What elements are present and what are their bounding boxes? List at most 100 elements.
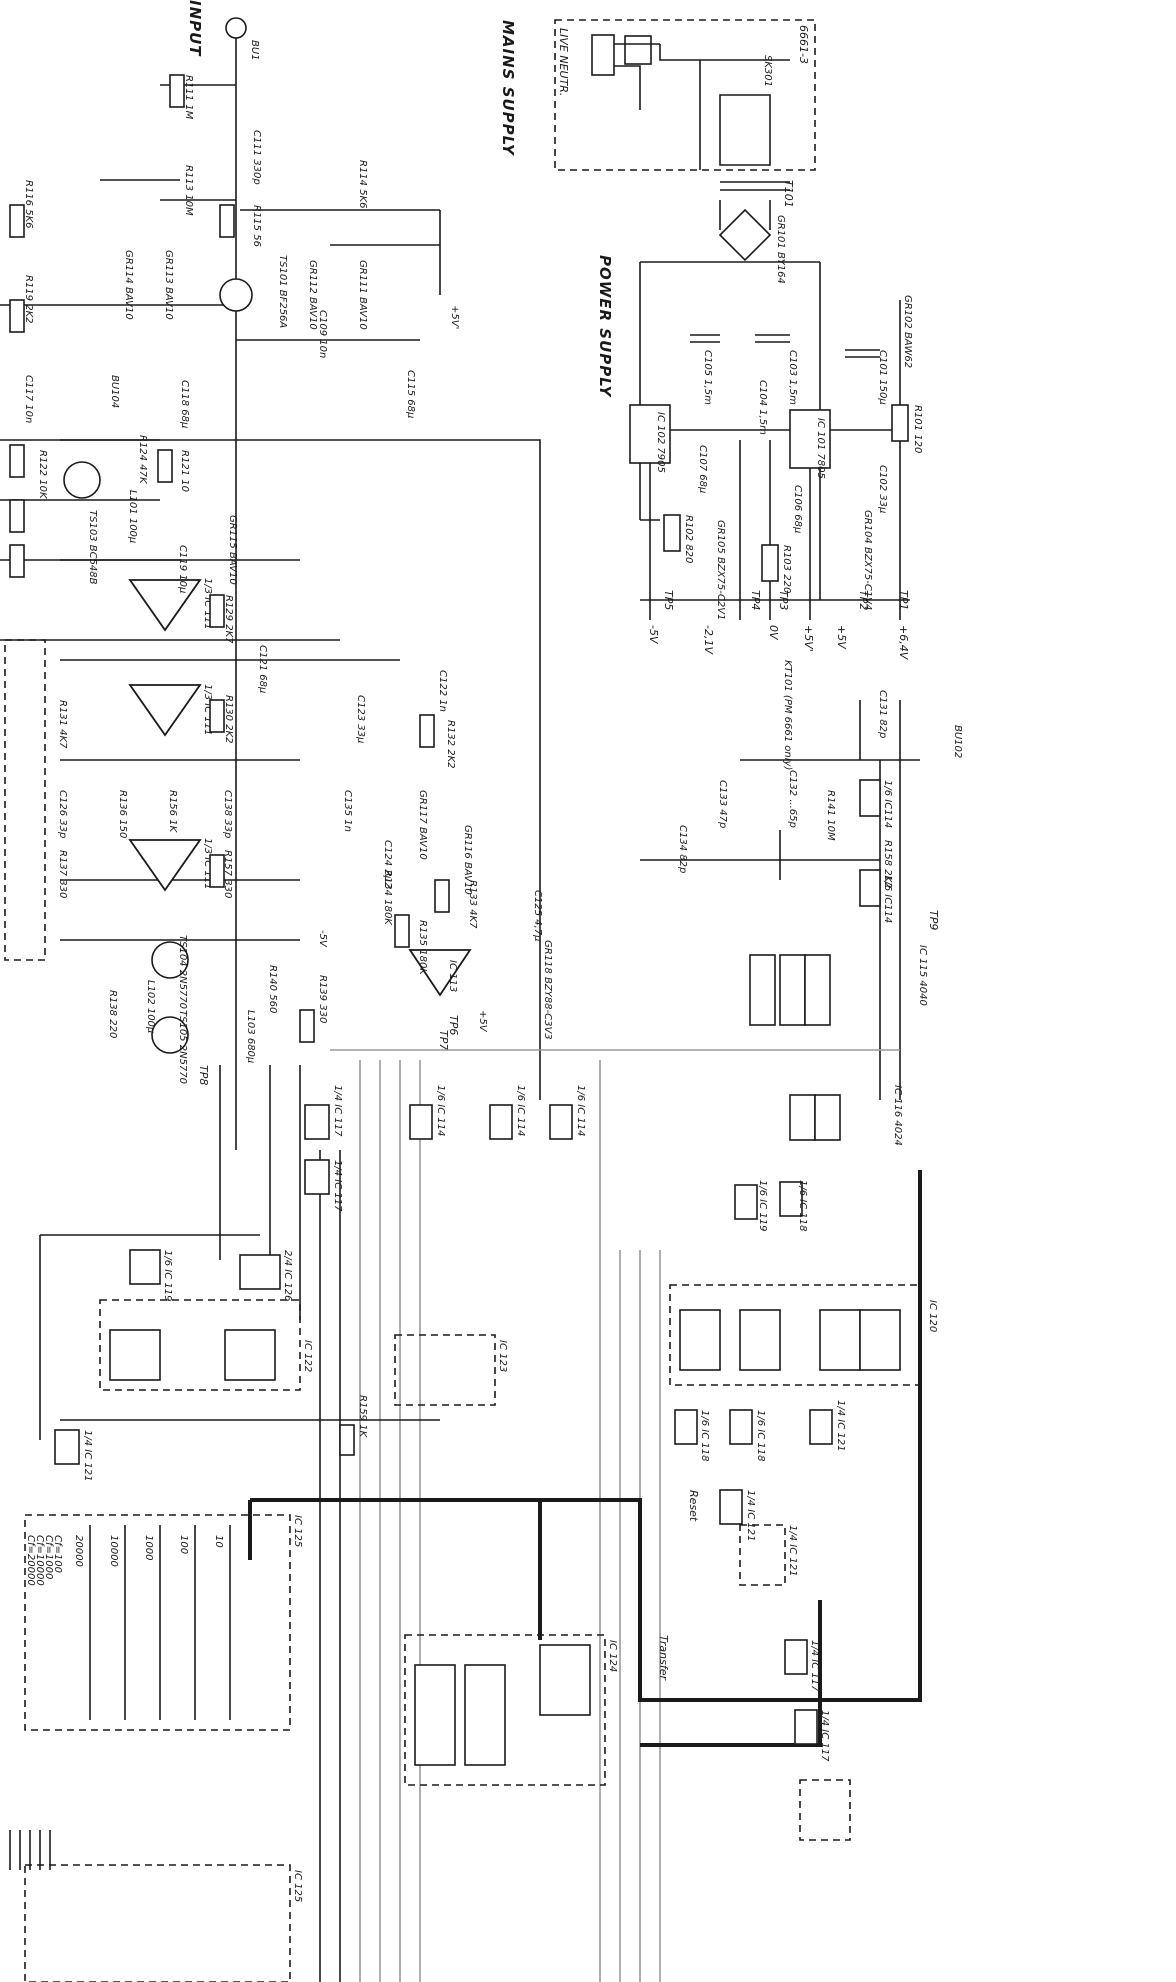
- component-label: IC 123: [497, 1340, 508, 1372]
- ic118-b: [674, 1409, 698, 1445]
- range-table: 10 100 1000 10000 20000 Cf=100 Cf=1000 C…: [25, 1525, 231, 1720]
- circuit-element: [209, 854, 225, 888]
- ic101-label: IC 101 7805: [815, 418, 826, 479]
- transformer-label: T101: [782, 180, 795, 208]
- ps-part-11: GR104 BZX75-C1V4: [862, 510, 873, 610]
- trigger-wires: [640, 700, 920, 1100]
- mains-fuse: [624, 35, 652, 65]
- tp-label: TP4: [749, 590, 762, 610]
- component-label: IC 122: [302, 1340, 313, 1372]
- component-label: R134 180K: [382, 870, 393, 926]
- component-label: 1/4 IC 121: [82, 1430, 93, 1481]
- component-label: R131 4K7: [57, 700, 68, 749]
- component-label: GR114 BAV10: [123, 250, 134, 320]
- tp-voltage: +6,4V: [897, 625, 910, 661]
- switch-label: SK301: [762, 55, 773, 87]
- ts104-transistor: [151, 941, 189, 979]
- circuit-element: [804, 954, 831, 1026]
- ps-part-3: C104 1,5m: [757, 380, 768, 435]
- ic114-c: [549, 1104, 573, 1140]
- ic125-b-box: [24, 1864, 291, 1982]
- component-label: R157 330: [222, 850, 233, 898]
- component-label: IC 120: [927, 1300, 938, 1332]
- ic102-label: IC 102 7905: [655, 412, 666, 473]
- ps-part-12: GR105 BZX75-C2V1: [715, 520, 726, 620]
- component-label: R137 330: [57, 850, 68, 898]
- ic121-c: [54, 1429, 80, 1465]
- ps-part-6: C107 68µ: [697, 445, 708, 493]
- component-label: 1/4 IC 117: [332, 1085, 343, 1137]
- circuit-element: [9, 299, 25, 333]
- ic115: [749, 954, 776, 1026]
- ps-part-9: R103 220: [781, 545, 792, 593]
- bu1-connector: [225, 17, 247, 39]
- component-label: R136 150: [117, 790, 128, 838]
- component-label: R111 1M: [183, 75, 194, 120]
- component-label: R121 10: [179, 450, 190, 492]
- circuit-element: [739, 1309, 781, 1371]
- component-label: GR117 BAV10: [417, 790, 428, 860]
- component-label: 1/6 IC 119: [162, 1250, 173, 1301]
- input-title: INPUT: [186, 0, 204, 57]
- logic-wires: [39, 1065, 440, 1982]
- grey-bus: [330, 1049, 900, 1982]
- tp-voltage: +5V': [802, 625, 815, 652]
- component-label: 1/6 IC114: [882, 780, 893, 828]
- input-part-resistors: [9, 74, 450, 1043]
- component-label: R140 560: [267, 965, 278, 1013]
- circuit-element: [109, 1329, 161, 1381]
- circuit-element: [169, 74, 185, 108]
- component-label: GR116 BAV10: [462, 825, 473, 895]
- ic119: [779, 1181, 803, 1217]
- bu102-label: BU102: [952, 725, 963, 758]
- opamp-ic113: [408, 949, 472, 997]
- input-stage-section: INPUT BU1 1/3 IC 111 1/3 IC 111 1/3 IC 1…: [0, 0, 940, 1150]
- component-label: C124 2µ2: [382, 840, 393, 888]
- circuit-element: [224, 1329, 276, 1381]
- component-label: R139 330: [317, 975, 328, 1023]
- mains-socket: [591, 34, 615, 76]
- component-label: Cf=100: [52, 1535, 63, 1573]
- component-label: 100: [178, 1535, 189, 1554]
- circuit-element: [299, 1009, 315, 1043]
- circuit-element: [779, 954, 806, 1026]
- ps-part-10: GR102 BAW62: [902, 295, 913, 368]
- component-label: 1/4 IC 121: [787, 1525, 798, 1576]
- component-label: IC 125: [292, 1870, 303, 1902]
- component-label: IC 125: [292, 1515, 303, 1547]
- supply-label: +5V: [477, 1010, 488, 1033]
- r103: [761, 544, 779, 582]
- component-label: 1000: [143, 1535, 154, 1560]
- circuit-element: [9, 544, 25, 578]
- component-label: 1/6 IC 119: [757, 1180, 768, 1231]
- bu1-label: BU1: [249, 40, 260, 61]
- component-label: C111 330p: [251, 130, 262, 185]
- ps-output-wires: [649, 300, 901, 620]
- component-label: C115 68µ: [405, 370, 416, 418]
- opamp-2: [128, 684, 202, 737]
- component-label: 10: [213, 1535, 224, 1548]
- component-label: GR118 BZY88-C3V3: [542, 940, 553, 1040]
- trigger-section: BU102 C131 82p KT101 (PM 6661 only) C132…: [640, 660, 963, 1100]
- component-label: 1/4 IC 121: [835, 1400, 846, 1451]
- tp-label: TP3: [777, 590, 790, 610]
- thick-bus-2: [248, 1498, 542, 1640]
- ts101-fet: [219, 278, 253, 312]
- tp9-label: TP9: [927, 910, 940, 930]
- component-label: IC 113: [447, 960, 458, 992]
- component-label: 1/4 IC 117: [332, 1160, 343, 1212]
- component-label: R156 1K: [167, 790, 178, 834]
- input-part-labels: R111 1M C111 330p R113 10M R114 5K6 R115…: [23, 75, 553, 1084]
- component-label: Cf=10000: [34, 1535, 45, 1586]
- ic117-c: [784, 1639, 808, 1675]
- component-label: TS103 BC548B: [87, 510, 98, 585]
- component-label: R119 2K2: [23, 275, 34, 324]
- ic117-d: [794, 1709, 818, 1745]
- circuit-element: [464, 1664, 506, 1766]
- model-label: 6661-3: [797, 25, 810, 64]
- r101: [891, 404, 909, 442]
- r159: [339, 1424, 355, 1456]
- component-label: C119 10µ: [177, 545, 188, 593]
- ts105-transistor: [151, 1016, 189, 1054]
- component-label: R141 10M: [825, 790, 836, 841]
